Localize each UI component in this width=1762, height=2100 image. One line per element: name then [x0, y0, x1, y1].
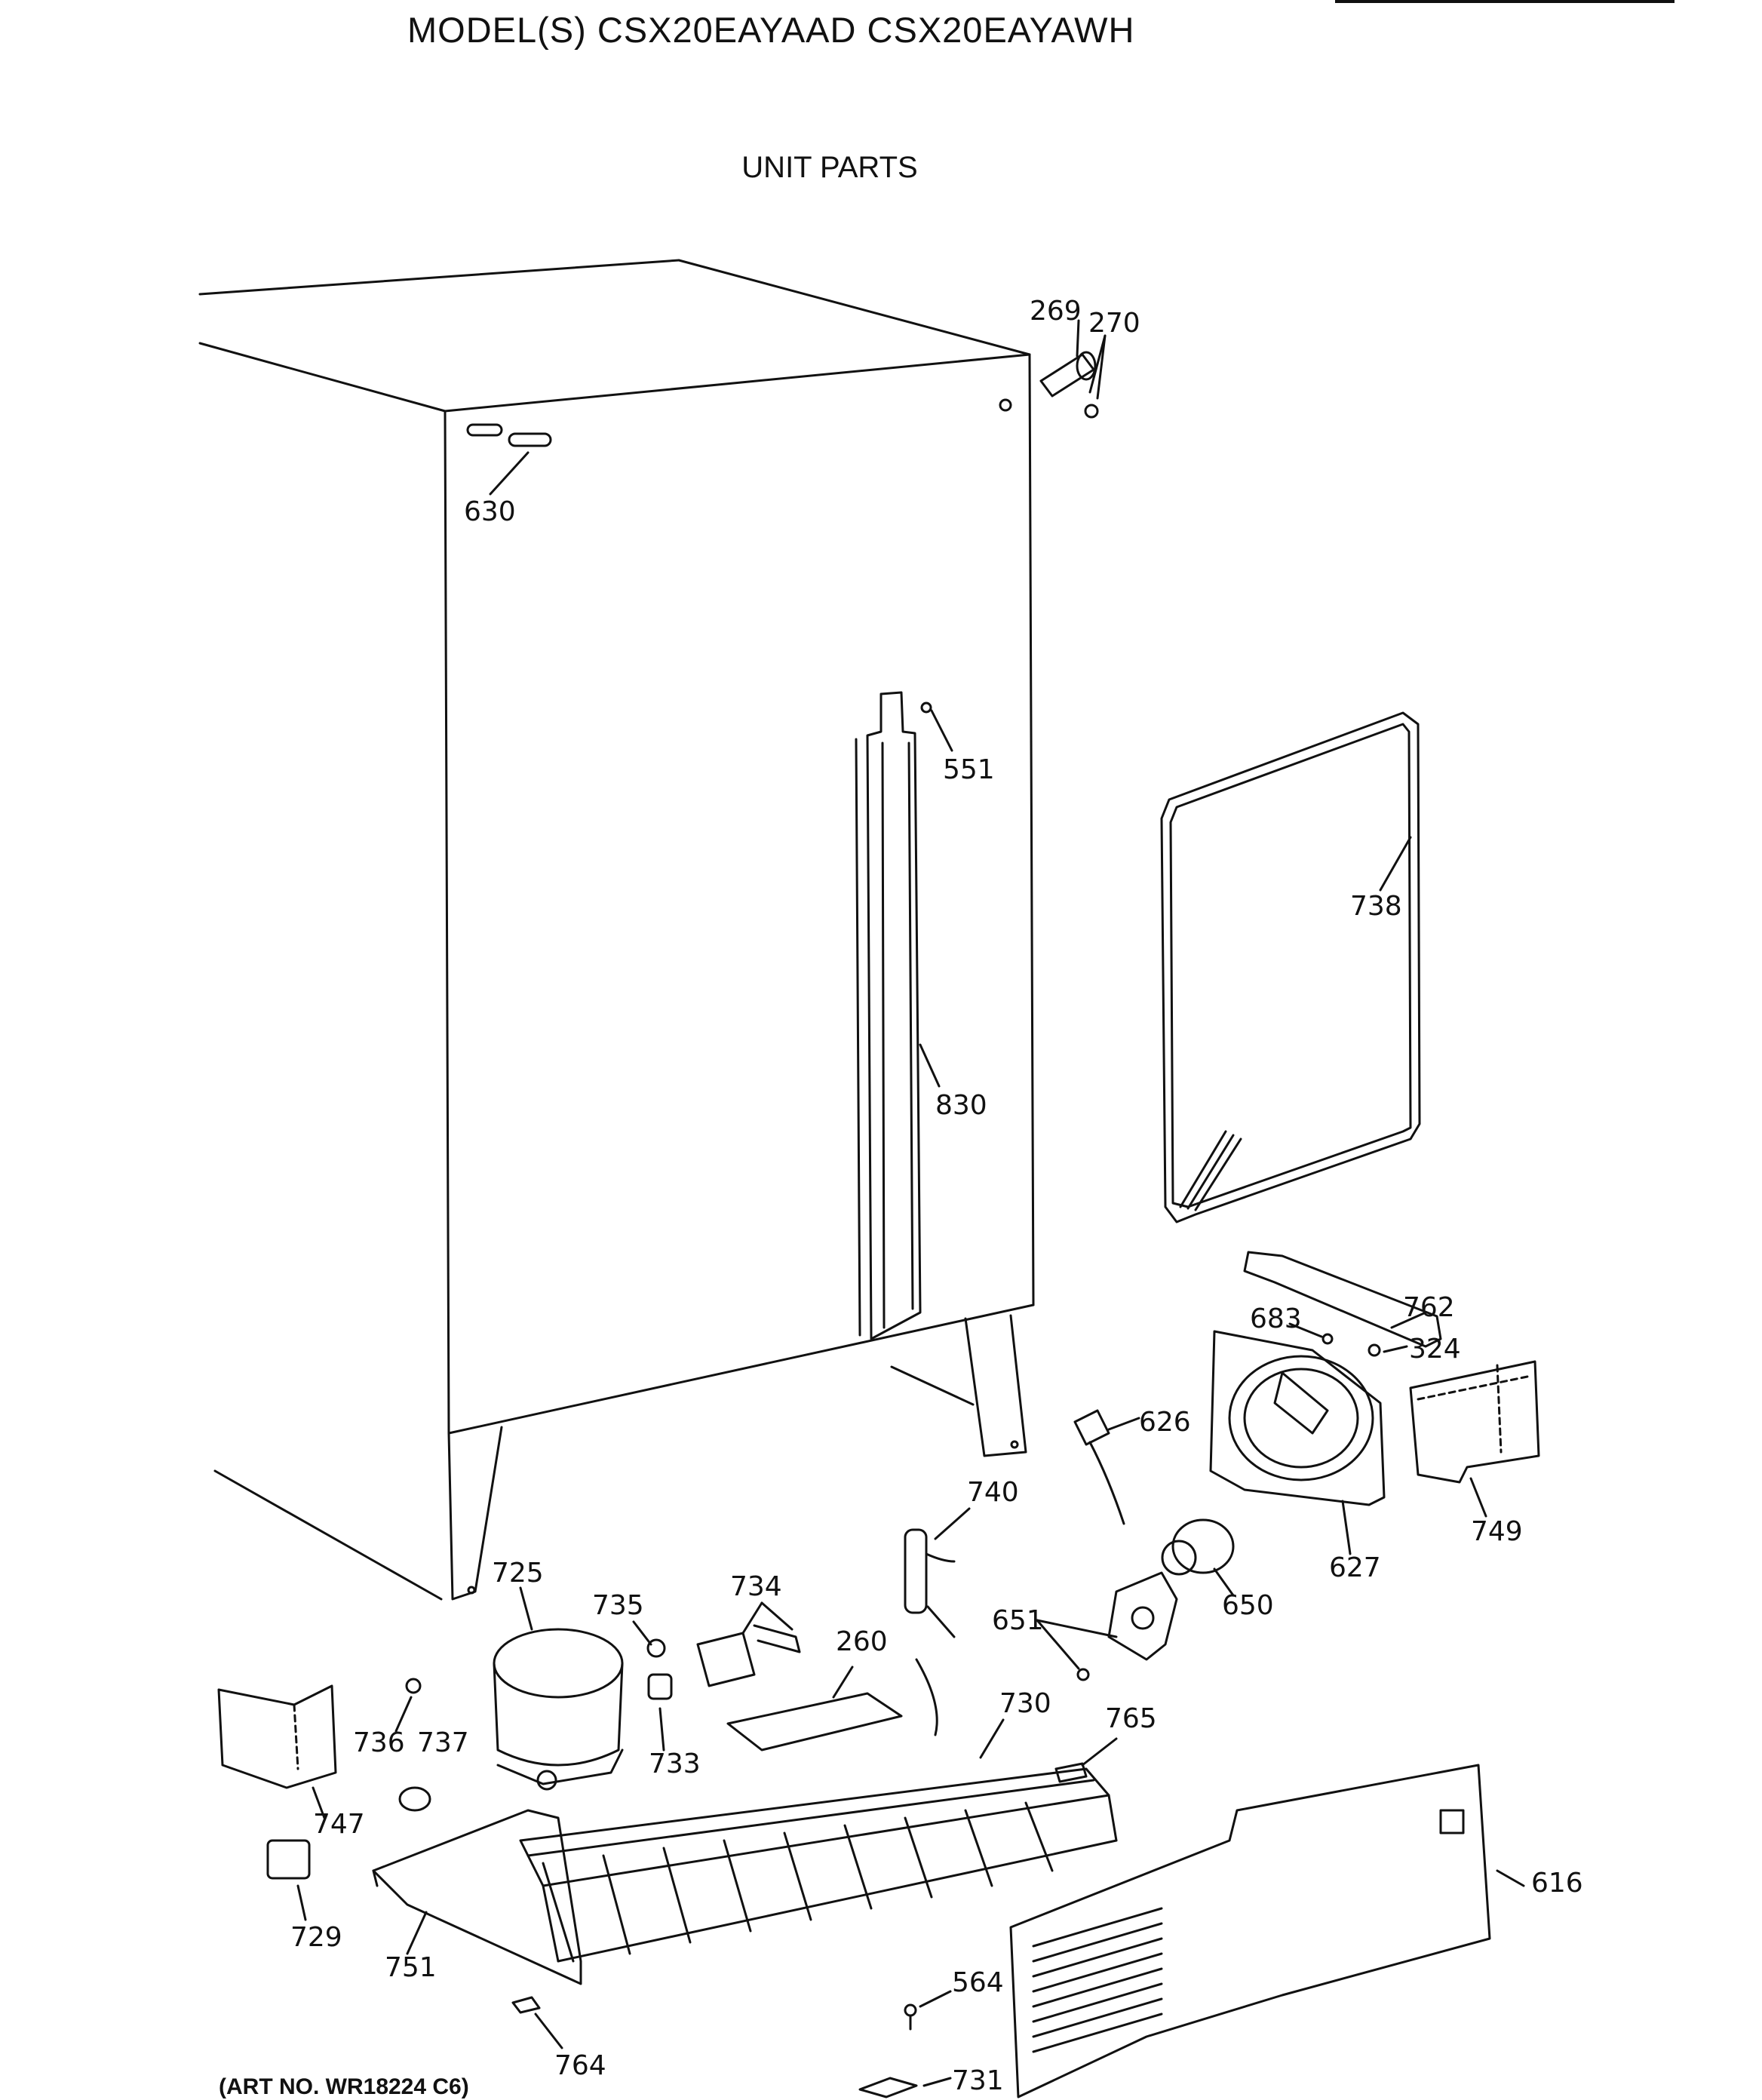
callout-729: 729	[290, 1922, 342, 1953]
callout-616: 616	[1531, 1868, 1583, 1899]
part-747-bracket	[217, 1684, 337, 1819]
part-749-cover	[1409, 1360, 1540, 1518]
part-830-mullion	[855, 691, 953, 1340]
callout-734: 734	[730, 1571, 782, 1602]
page-title: MODEL(S) CSX20EAYAAD CSX20EAYAWH	[407, 10, 1135, 50]
callout-733: 733	[649, 1748, 701, 1779]
callout-683: 683	[1250, 1303, 1302, 1334]
part-751-base-pan	[372, 1809, 582, 1985]
callout-830: 830	[935, 1090, 987, 1121]
part-630-plugs	[466, 423, 552, 496]
part-730-condenser	[519, 1658, 1118, 1963]
hardware-fasteners	[511, 1990, 952, 2098]
callout-730: 730	[999, 1688, 1051, 1719]
callout-270: 270	[1088, 308, 1140, 339]
part-729-relay	[266, 1839, 311, 1921]
callout-651: 651	[992, 1605, 1044, 1636]
part-762-strip	[1243, 1251, 1442, 1357]
callout-650: 650	[1222, 1590, 1274, 1621]
callout-630: 630	[464, 496, 516, 527]
callout-765: 765	[1105, 1703, 1157, 1734]
callout-749: 749	[1471, 1516, 1523, 1547]
part-626-cord	[1073, 1409, 1140, 1525]
cabinet	[198, 259, 1035, 1601]
part-650-motor	[1161, 1518, 1235, 1597]
part-616-grille	[1009, 1764, 1525, 2098]
art-number: (ART NO. WR18224 C6)	[219, 2074, 469, 2099]
part-269-hinge	[1039, 319, 1107, 419]
small-grommets	[394, 1620, 673, 1812]
part-740-drier	[904, 1507, 971, 1638]
callout-751: 751	[385, 1952, 437, 1983]
callout-738: 738	[1350, 891, 1402, 922]
callout-740: 740	[967, 1477, 1019, 1508]
callout-764: 764	[554, 2050, 606, 2081]
part-651-fan-blade	[1036, 1571, 1178, 1681]
callout-737: 737	[417, 1727, 469, 1758]
callout-324: 324	[1409, 1334, 1461, 1365]
part-765-clip	[1054, 1737, 1118, 1783]
callout-731: 731	[952, 2065, 1004, 2096]
top-rule	[1335, 0, 1675, 3]
callout-260: 260	[836, 1626, 888, 1657]
part-738-gasket	[1160, 711, 1421, 1223]
callout-735: 735	[592, 1590, 644, 1621]
callout-564: 564	[952, 1967, 1004, 1998]
callout-736: 736	[353, 1727, 405, 1758]
section-title: UNIT PARTS	[741, 151, 918, 184]
callout-626: 626	[1139, 1407, 1191, 1438]
callout-762: 762	[1403, 1292, 1455, 1323]
part-260-tray	[726, 1666, 903, 1752]
part-627-fan-shroud	[1209, 1330, 1386, 1555]
callout-747: 747	[313, 1809, 365, 1840]
part-725-compressor	[493, 1586, 624, 1791]
callout-551: 551	[943, 754, 995, 785]
callout-725: 725	[492, 1558, 544, 1589]
part-734-clip	[696, 1601, 801, 1687]
callout-627: 627	[1329, 1552, 1381, 1583]
callout-269: 269	[1030, 296, 1082, 327]
part-callouts: 269 270 630 551 738 830 762 683 324 626 …	[290, 296, 1583, 2096]
